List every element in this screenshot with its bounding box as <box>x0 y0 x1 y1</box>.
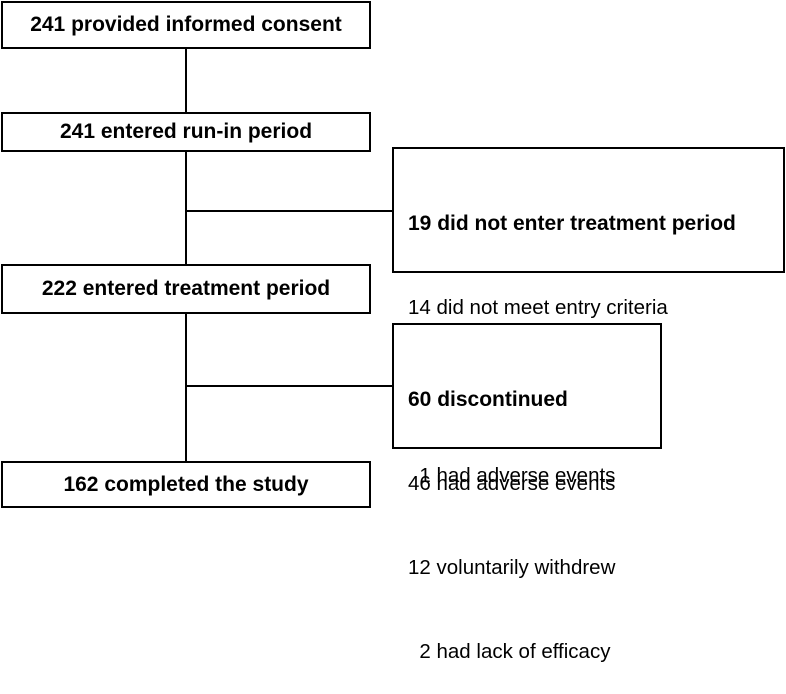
treatment-label: 222 entered treatment period <box>41 277 331 300</box>
discontinued-title: 60 discontinued <box>408 388 568 411</box>
connector-runin-to-treatment <box>185 151 187 265</box>
connector-runin-exclusion <box>185 210 393 212</box>
run-in-label: 241 entered run-in period <box>59 120 313 143</box>
excluded-run-in-title: 19 did not enter treatment period <box>408 212 736 235</box>
connector-consent-to-runin <box>185 48 187 113</box>
excluded-reason: 14 did not meet entry criteria <box>408 296 668 319</box>
box-excluded-run-in: 19 did not enter treatment period 14 did… <box>392 147 785 487</box>
informed-consent-label: 241 provided informed consent <box>30 13 342 36</box>
box-discontinued: 60 discontinued 46 had adverse events 12… <box>392 323 662 663</box>
box-informed-consent: 241 provided informed consent <box>1 1 371 49</box>
box-completed-study: 162 completed the study <box>1 461 371 508</box>
box-run-in-period: 241 entered run-in period <box>1 112 371 152</box>
connector-treatment-to-completed <box>185 313 187 462</box>
box-treatment-period: 222 entered treatment period <box>1 264 371 314</box>
completed-label: 162 completed the study <box>63 472 309 496</box>
discontinued-reason: 2 had lack of efficacy <box>408 640 611 663</box>
discontinued-reason: 12 voluntarily withdrew <box>408 556 616 579</box>
discontinued-reason: 46 had adverse events <box>408 472 616 495</box>
connector-discontinued <box>185 385 393 387</box>
excluded-reason: 1 had adverse events <box>408 464 616 487</box>
